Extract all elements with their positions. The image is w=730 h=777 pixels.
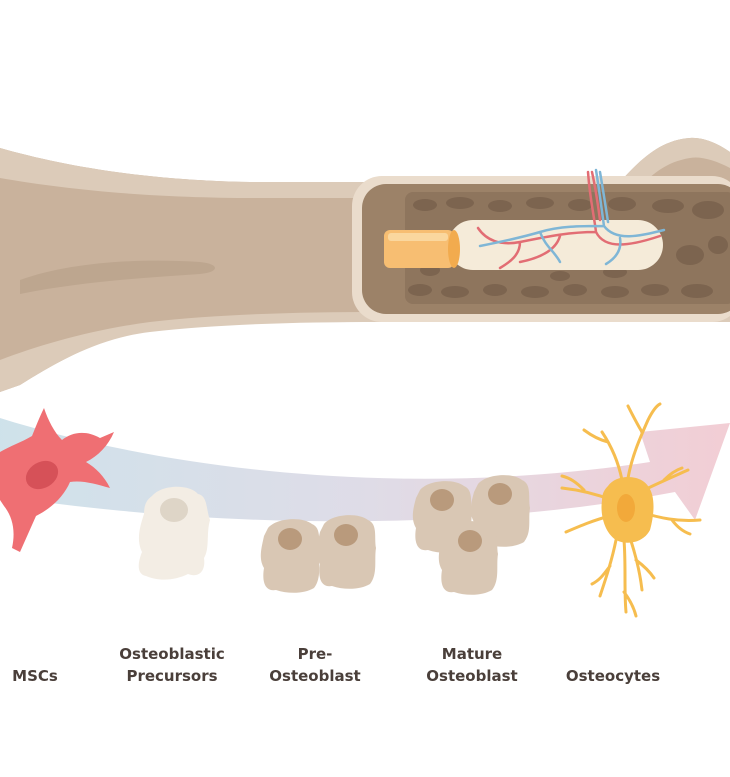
precursor-nucleus xyxy=(160,498,188,522)
label-line-1: Pre- xyxy=(297,645,333,663)
vessel-red-2 xyxy=(590,170,602,222)
label-mature-osteoblast: Mature Osteoblast xyxy=(412,643,532,687)
implant-cylinder xyxy=(384,230,460,268)
label-line-1: Mature xyxy=(441,645,503,663)
bone xyxy=(0,137,730,392)
vessel-blue-2 xyxy=(598,170,610,224)
label-line-2: Precursors xyxy=(126,667,218,685)
pre-osteoblast-cell xyxy=(260,519,320,593)
label-osteocytes: Osteocytes xyxy=(550,665,676,687)
label-line-2: Osteoblast xyxy=(426,667,518,685)
osteocyte-nucleus xyxy=(617,494,635,522)
label-mscs-text: MSCs xyxy=(12,667,58,685)
label-pre-osteoblast: Pre- Osteoblast xyxy=(255,643,375,687)
mature-osteoblast-cells xyxy=(412,475,530,595)
pre-osteoblast-cell xyxy=(316,515,376,589)
vessel-blue xyxy=(478,168,666,266)
mature-osteoblast-cell xyxy=(438,521,498,595)
label-osteocytes-text: Osteocytes xyxy=(565,667,661,685)
bone-inner-shadow xyxy=(20,260,215,294)
blood-vessels xyxy=(476,168,666,270)
msc-cell xyxy=(0,408,114,552)
osteoblastic-precursor-cell xyxy=(138,486,210,580)
msc-nucleus xyxy=(25,460,59,490)
label-line-2: Osteoblast xyxy=(269,667,361,685)
label-line-1: Osteoblastic xyxy=(119,645,225,663)
label-osteoblastic-precursors: Osteoblastic Precursors xyxy=(112,643,232,687)
pre-osteoblast-cells xyxy=(260,515,376,593)
label-mscs: MSCs xyxy=(0,665,70,687)
osteocyte-cell xyxy=(560,402,702,618)
